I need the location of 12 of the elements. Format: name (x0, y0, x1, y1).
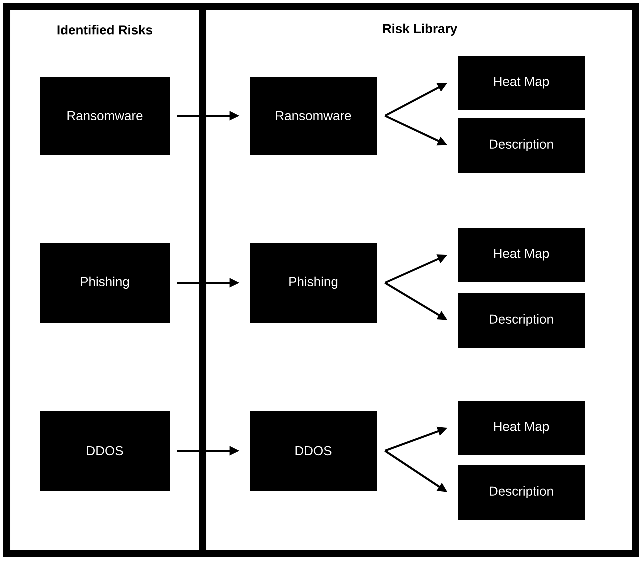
process-box: Phishing (250, 242, 377, 323)
process-box: Description (458, 464, 585, 520)
process-box: Heat Map (458, 56, 585, 110)
process-box: Description (458, 292, 585, 348)
process-box: Heat Map (458, 400, 585, 455)
process-box: Ransomware (250, 77, 377, 155)
process-box: Ransomware (40, 77, 170, 155)
process-box: Description (458, 118, 585, 173)
process-box: Phishing (40, 242, 170, 323)
process-box: DDOS (40, 410, 170, 491)
process-box: Heat Map (458, 228, 585, 282)
process-box: DDOS (250, 410, 377, 491)
